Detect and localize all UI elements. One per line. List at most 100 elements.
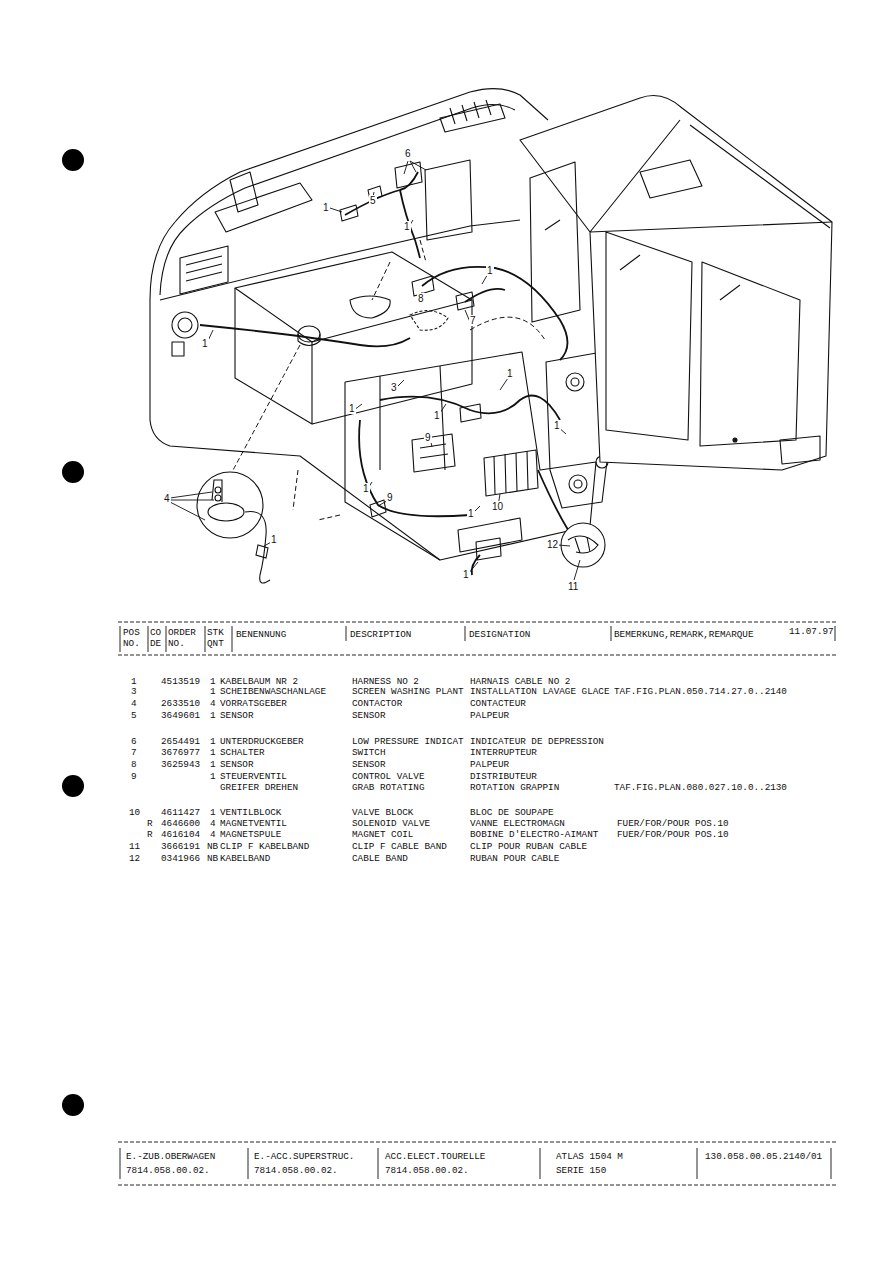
superstructure-drawing [476,538,501,560]
superstructure-drawing [484,450,538,496]
callout-number: 1 [433,410,441,421]
punch-holes [62,149,84,171]
footer-rules [118,1142,836,1143]
callout-number: 1 [362,483,370,494]
footer-text: 130.058.00.05.2140/01 [705,1151,822,1162]
callout-number: 8 [417,293,425,304]
table-header: DESIGNATION [469,629,530,640]
table-cell: INDICATEUR DE DEPRESSION [470,736,604,747]
table-cell: CLIP F CABLE BAND [352,841,447,852]
cab-drawing [606,232,692,440]
callout-number: 1 [201,338,209,349]
callout-number: 1 [348,403,356,414]
superstructure-drawing [150,89,548,300]
callout-number: 3 [390,382,398,393]
table-cell: SCHALTER [220,747,265,758]
table-cell: NB [207,853,218,864]
cab-drawing [640,160,702,198]
table-cell: SENSOR [352,759,385,770]
table-header: STK QNT [207,627,229,649]
table-cell: GRAB ROTATING [352,782,425,793]
table-cell: SENSOR [220,710,253,721]
superstructure-drawing [172,342,184,356]
leader-lines [170,161,580,580]
callout-number: 9 [424,432,432,443]
leader-lines [330,208,342,212]
detail-insets [256,545,268,558]
footer-text: ACC.ELECT.TOURELLE [385,1151,485,1162]
harness-wires [359,420,470,516]
table-cell: 3 [131,686,137,697]
table-cell: 1 [210,759,216,770]
harness-wires [400,190,420,258]
cab-drawing [733,438,737,442]
leader-lines [170,492,214,520]
table-cell: FUER/FOR/POUR POS.10 [617,818,729,829]
detail-insets [208,503,244,521]
cab-drawing [530,162,580,322]
table-cell: RUBAN POUR CABLE [470,853,559,864]
table-cell: SOLENOID VALVE [352,818,430,829]
superstructure-drawing [180,246,228,294]
table-cell: ROTATION GRAPPIN [470,782,559,793]
table-cell: 1 [210,807,216,818]
table-cell: FUER/FOR/POUR POS.10 [617,829,729,840]
table-cell: UNTERDRUCKGEBER [220,736,304,747]
superstructure-drawing [350,296,390,318]
superstructure-drawing [150,300,596,560]
callout-number: 1 [553,420,561,431]
callout-number: 1 [270,534,278,545]
table-cell: CABLE BAND [352,853,408,864]
harness-wires [380,396,560,421]
punch-holes [62,149,84,1116]
table-cell: 4 [210,698,216,709]
table-cell: 1 [210,710,216,721]
table-cell: 3649601 [161,710,200,721]
table-cell: 2633510 [161,698,200,709]
dashed-routes [470,317,545,340]
footer-rules [118,1185,836,1186]
table-cell: 4616104 [161,829,200,840]
cab-drawing [520,96,832,470]
table-cell: SENSOR [220,759,253,770]
punch-holes [62,461,84,483]
callout-number: 1 [403,221,411,232]
table-cell: 4611427 [161,807,200,818]
superstructure-drawing [235,252,472,342]
table-cell: PALPEUR [470,759,509,770]
superstructure-drawing [215,183,312,232]
harness-wires [465,289,505,302]
harness-wires [200,325,410,346]
dashed-routes [318,515,340,520]
detail-insets [245,511,270,583]
table-cell: 2654491 [161,736,200,747]
detail-insets [197,472,263,538]
detail-insets [197,472,605,583]
table-cell: 6 [131,736,137,747]
superstructure-drawing [345,352,596,470]
superstructure-drawing [425,160,472,240]
superstructure-drawing [160,220,520,300]
table-cell: CLIP POUR RUBAN CABLE [470,841,587,852]
superstructure-drawing [160,104,515,295]
table-header: 11.07.97 [789,626,834,637]
table-rules [118,622,836,623]
superstructure-drawing [494,451,528,494]
footer-text: 7814.058.00.02. [385,1165,469,1176]
table-header: BEMERKUNG,REMARK,REMARQUE [614,629,753,640]
footer-text: SERIE 150 [556,1165,606,1176]
table-cell: 8 [131,759,137,770]
table-cell: 4 [210,829,216,840]
table-cell: VALVE BLOCK [352,807,413,818]
callout-number: 11 [567,581,579,592]
detail-insets [212,480,222,502]
table-cell: MAGNETVENTIL [220,818,287,829]
callout-number: 1 [486,265,494,276]
table-cell: BOBINE D'ELECTRO-AIMANT [470,829,598,840]
footer-text: 7814.058.00.02. [254,1165,338,1176]
table-cell: 3625943 [161,759,200,770]
callout-number: 6 [404,148,412,159]
table-header: POS NO. [123,627,143,649]
callout-number: 12 [546,539,559,550]
table-header: CO DE [150,627,164,649]
